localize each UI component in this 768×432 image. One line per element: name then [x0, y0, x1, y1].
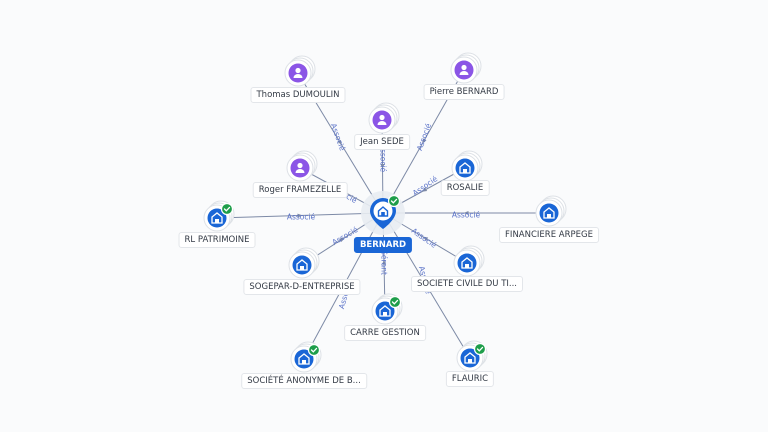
node-label[interactable]: Roger FRAMEZELLE [252, 182, 348, 198]
company-icon [461, 257, 473, 269]
company-icon [296, 259, 308, 271]
node-label[interactable]: Jean SEDE [354, 134, 410, 150]
node-sogepar[interactable] [288, 247, 320, 279]
company-icon [464, 352, 476, 364]
node-circle [539, 203, 559, 223]
node-label[interactable]: SOCIETE CIVILE DU TI... [410, 276, 524, 292]
edge-arrow [380, 163, 385, 169]
node-label[interactable]: FINANCIERE ARPEGE [499, 227, 599, 243]
verified-check-icon [473, 342, 487, 356]
node-label[interactable]: SOCIÉTÉ ANONYME DE B... [241, 373, 367, 389]
verified-check-icon [388, 295, 402, 309]
center-node-label[interactable]: BERNARD [353, 237, 413, 253]
edge-arrow [297, 213, 303, 218]
node-rosalie[interactable] [451, 150, 483, 182]
node-financiere-arpege[interactable] [535, 195, 567, 227]
node-pierre-bernard[interactable] [450, 52, 482, 84]
node-flauric[interactable] [456, 340, 488, 372]
edge-arrow [421, 187, 428, 192]
edge-label: Associé [451, 210, 481, 220]
person-icon [459, 64, 469, 75]
node-societe-anonyme[interactable] [290, 341, 322, 373]
company-icon [377, 206, 389, 217]
node-label[interactable]: RL PATRIMOINE [178, 232, 256, 248]
verified-check-icon [307, 343, 321, 357]
node-jean-sede[interactable] [368, 102, 400, 134]
company-icon [459, 162, 471, 174]
node-label[interactable]: SOGEPAR-D-ENTREPRISE [243, 279, 361, 295]
node-label[interactable]: Thomas DUMOULIN [250, 87, 346, 103]
node-circle [457, 253, 477, 273]
edge-label: Associé [286, 212, 316, 222]
node-label[interactable]: ROSALIE [440, 180, 490, 196]
company-icon [211, 212, 223, 224]
edge-arrow [337, 139, 342, 146]
verified-check-icon [220, 202, 234, 216]
edge-arrow [463, 211, 469, 215]
node-circle [455, 158, 475, 178]
nodes [203, 52, 567, 373]
node-label[interactable]: FLAURIC [445, 371, 495, 387]
company-icon [379, 305, 391, 317]
edge-arrow [339, 237, 345, 243]
node-roger-framezelle[interactable] [286, 150, 318, 182]
node-label[interactable]: Pierre BERNARD [423, 84, 505, 100]
node-thomas-dumoulin[interactable] [284, 55, 316, 87]
person-icon [295, 162, 305, 173]
company-icon [543, 207, 555, 219]
node-label[interactable]: CARRE GESTION [344, 325, 426, 341]
verified-check-icon [387, 194, 401, 208]
edge-arrow [382, 259, 387, 265]
edge-arrow [422, 138, 427, 144]
node-rl-patrimoine[interactable] [203, 200, 235, 232]
node-carre-gestion[interactable] [371, 293, 403, 325]
person-icon [293, 67, 303, 78]
person-icon [377, 114, 387, 125]
center-node[interactable] [361, 191, 405, 235]
edge-arrow [422, 236, 429, 241]
company-icon [298, 353, 310, 365]
node-circle [292, 255, 312, 275]
node-societe-civile[interactable] [453, 245, 485, 277]
